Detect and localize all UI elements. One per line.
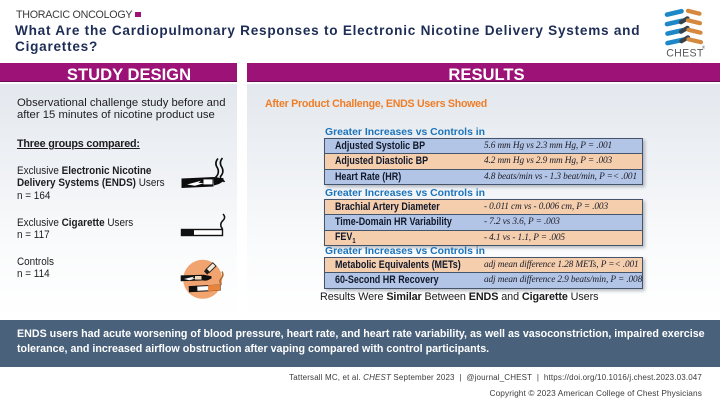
svg-text:CHEST: CHEST	[666, 47, 704, 59]
svg-text:®: ®	[702, 45, 706, 50]
